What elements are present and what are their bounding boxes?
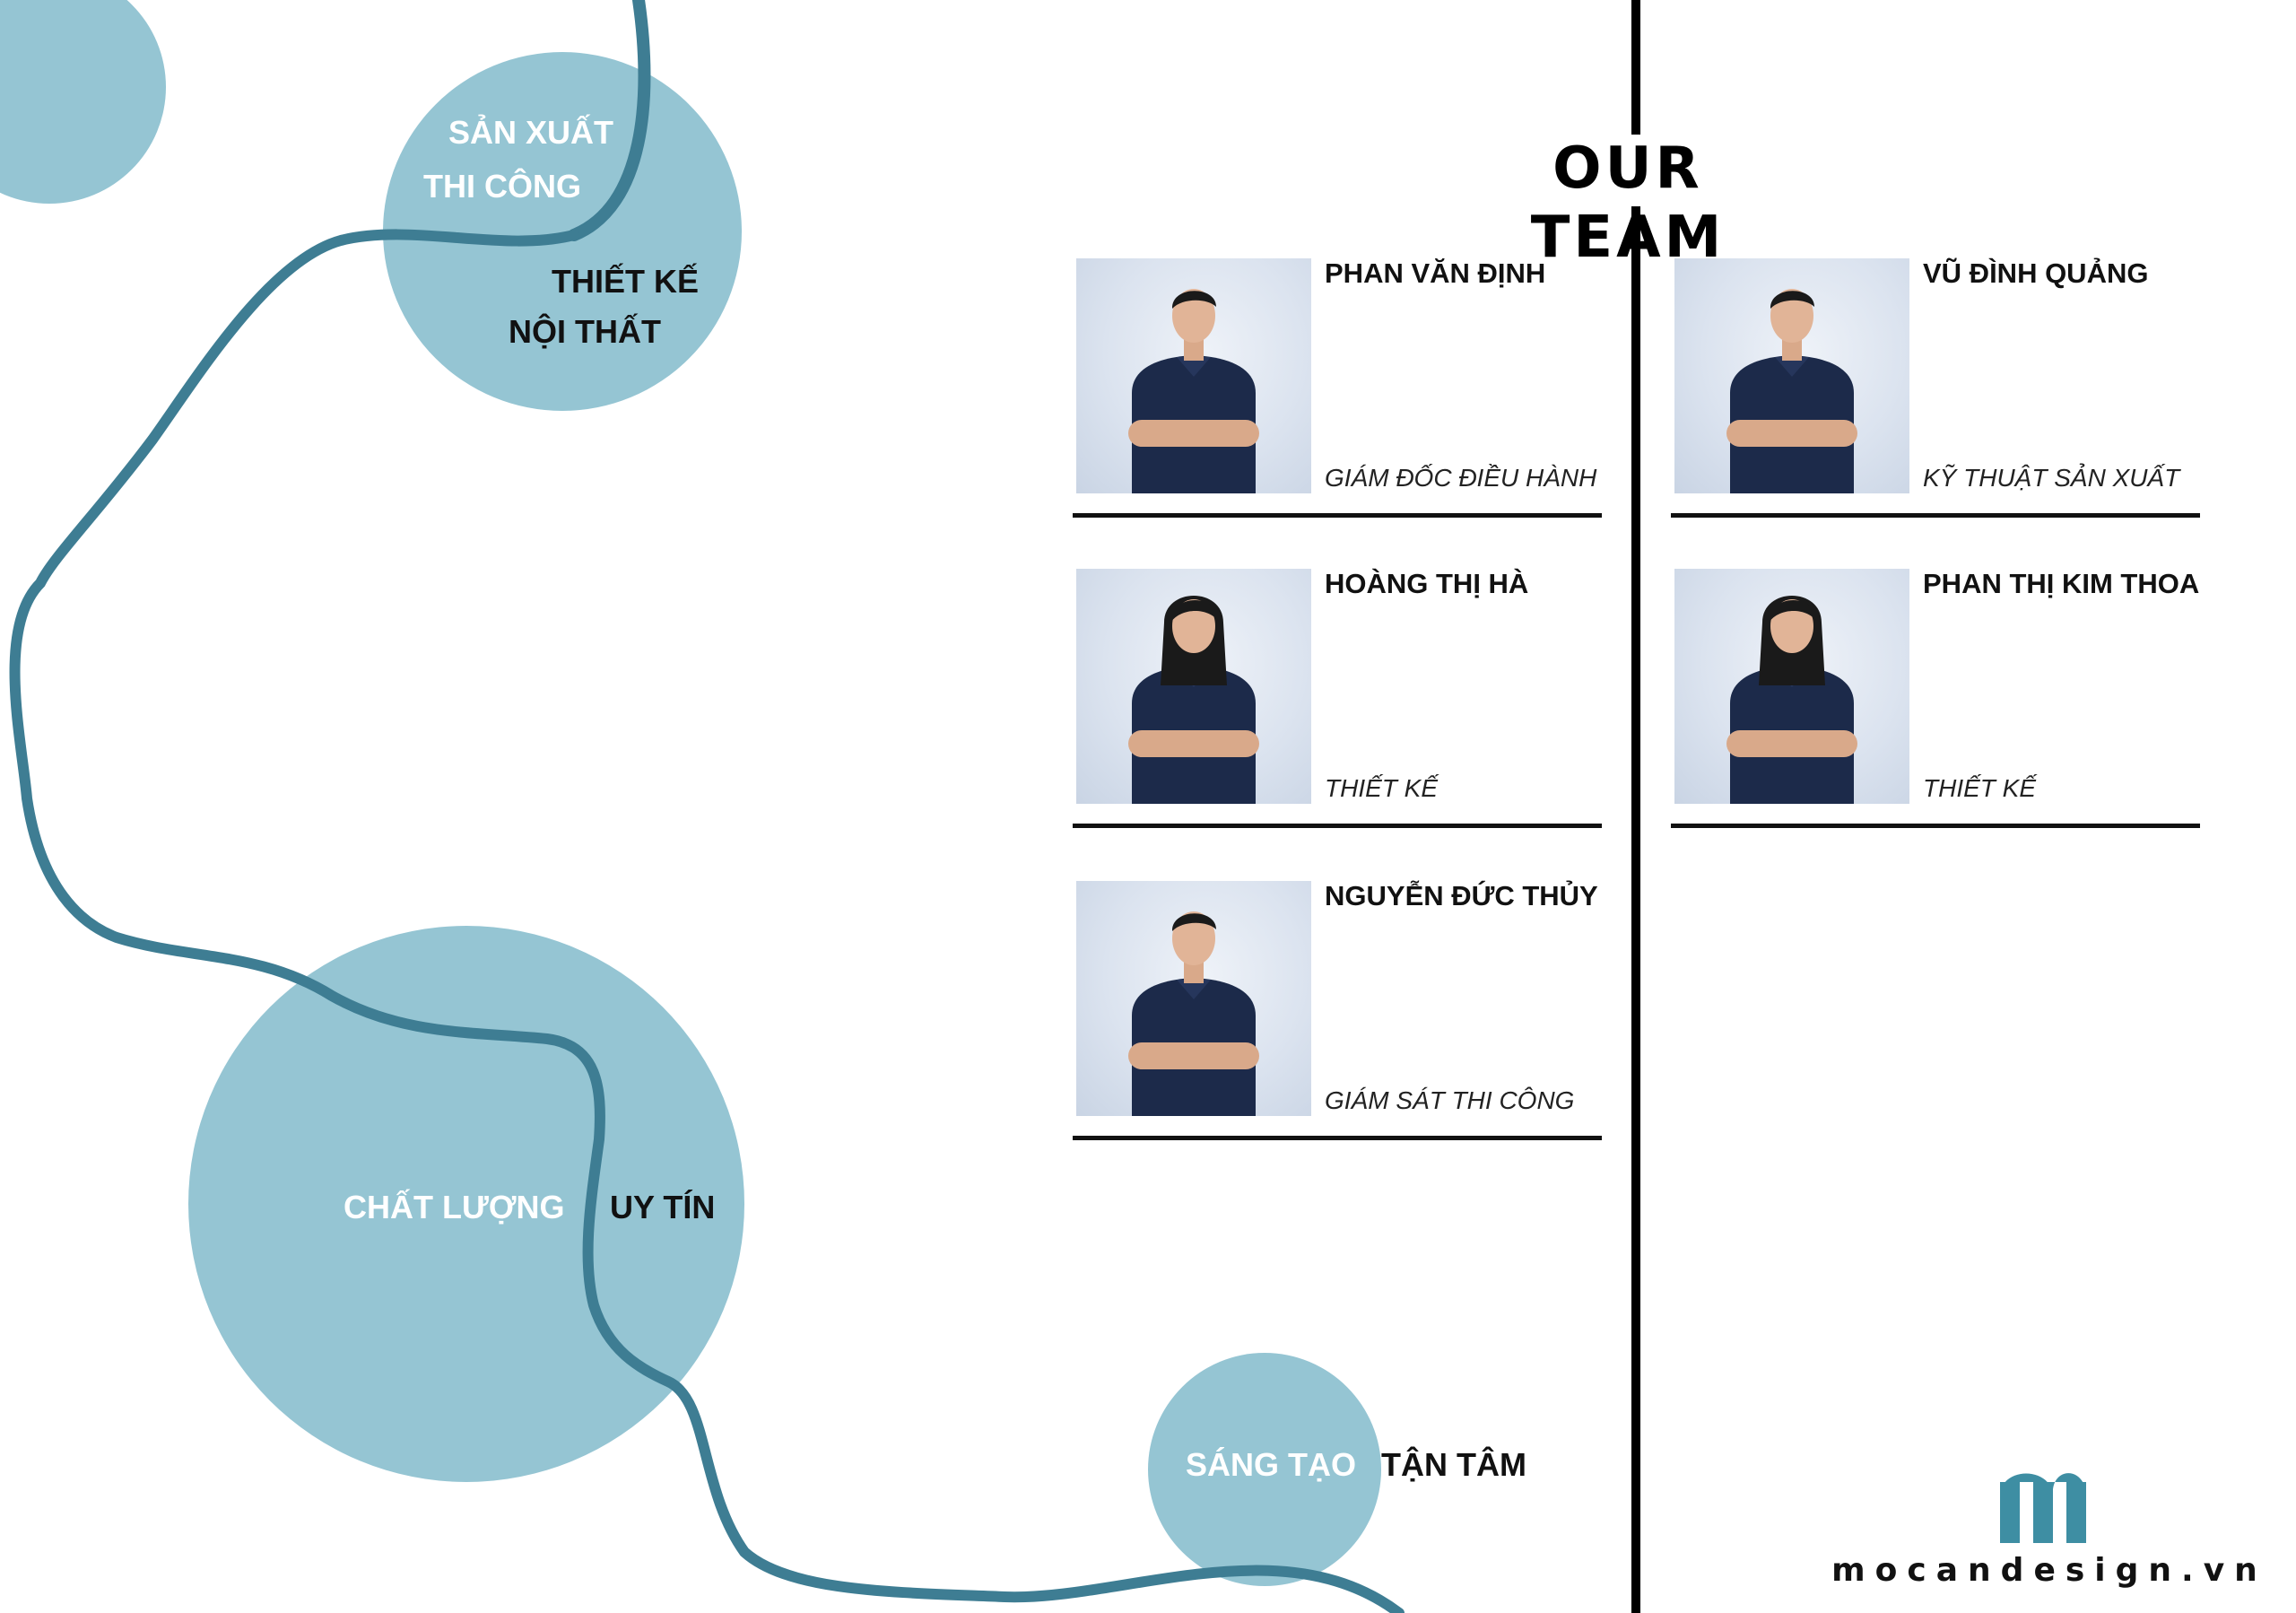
value-quality: CHẤT LƯỢNG (344, 1189, 565, 1225)
arms-shape (1128, 420, 1259, 447)
hair-shape (1170, 599, 1218, 623)
value-trust: UY TÍN (610, 1189, 716, 1225)
member-name: PHAN VĂN ĐỊNH (1325, 257, 1546, 289)
value-production-line2: THI CÔNG (423, 168, 581, 205)
arms-shape (1128, 1042, 1259, 1069)
top-river-stroke (568, 0, 651, 241)
corner-circle (0, 0, 166, 204)
value-dedicated: TẬN TÂM (1381, 1446, 1526, 1483)
divider-line (1631, 206, 1640, 1613)
team-member-card: PHAN THỊ KIM THOA THIẾT KẾ (1671, 568, 2205, 831)
creative-circle (1148, 1353, 1381, 1586)
arms-shape (1128, 730, 1259, 757)
member-role: KỸ THUẬT SẢN XUẤT (1923, 464, 2180, 492)
arms-shape (1726, 420, 1857, 447)
team-member-card: PHAN VĂN ĐỊNH GIÁM ĐỐC ĐIỀU HÀNH (1073, 257, 1606, 520)
value-production-line1: SẢN XUẤT (448, 114, 614, 151)
quality-circle (188, 926, 744, 1482)
divider-line-top (1631, 0, 1640, 135)
member-name: NGUYỄN ĐỨC THỦY (1325, 880, 1598, 911)
website-text: mocandesign.vn (1831, 1552, 2267, 1589)
portrait-figure (1128, 289, 1259, 493)
member-photo (1076, 569, 1311, 804)
member-photo (1076, 258, 1311, 493)
face-shape (1172, 911, 1215, 965)
member-role: THIẾT KẾ (1325, 774, 1439, 802)
river-path (9, 229, 1405, 1613)
member-divider (1671, 824, 2200, 828)
member-photo (1674, 569, 1909, 804)
team-member-card: VŨ ĐÌNH QUẢNG KỸ THUẬT SẢN XUẤT (1671, 257, 2205, 520)
member-divider (1073, 824, 1602, 828)
value-interior-line1: THIẾT KẾ (552, 263, 700, 300)
neck-shape (1782, 337, 1802, 361)
face-shape (1770, 289, 1813, 343)
member-role: THIẾT KẾ (1923, 774, 2037, 802)
collar-shape (1177, 357, 1211, 377)
member-role: GIÁM SÁT THI CÔNG (1325, 1086, 1575, 1114)
m-logo-icon (2000, 1473, 2086, 1543)
member-name: PHAN THỊ KIM THOA (1923, 568, 2200, 599)
member-name: VŨ ĐÌNH QUẢNG (1923, 257, 2149, 289)
value-creative: SÁNG TẠO (1186, 1446, 1357, 1483)
member-photo (1674, 258, 1909, 493)
member-divider (1671, 513, 2200, 518)
face-shape (1172, 289, 1215, 343)
hair-shape (1171, 913, 1216, 931)
portrait-figure (1128, 596, 1259, 804)
hair-shape (1770, 291, 1814, 309)
team-member-card: HOÀNG THỊ HÀ THIẾT KẾ (1073, 568, 1606, 831)
production-circle (383, 52, 742, 411)
portrait-figure (1128, 911, 1259, 1116)
member-role: GIÁM ĐỐC ĐIỀU HÀNH (1325, 464, 1597, 492)
arms-shape (1726, 730, 1857, 757)
member-name: HOÀNG THỊ HÀ (1325, 568, 1529, 599)
portrait-figure (1726, 289, 1857, 493)
member-photo (1076, 881, 1311, 1116)
brand-logo: mocandesign.vn (1816, 1462, 2283, 1597)
collar-shape (1177, 980, 1211, 999)
page-title: OUR TEAM (1530, 135, 1726, 271)
team-member-card: NGUYỄN ĐỨC THỦY GIÁM SÁT THI CÔNG (1073, 880, 1606, 1143)
neck-shape (1184, 337, 1204, 361)
collar-shape (1775, 357, 1809, 377)
hair-shape (1171, 291, 1216, 309)
member-divider (1073, 1136, 1602, 1140)
value-interior-line2: NỘI THẤT (509, 313, 661, 350)
hair-shape (1768, 599, 1816, 623)
member-divider (1073, 513, 1602, 518)
portrait-figure (1726, 596, 1857, 804)
neck-shape (1184, 960, 1204, 983)
